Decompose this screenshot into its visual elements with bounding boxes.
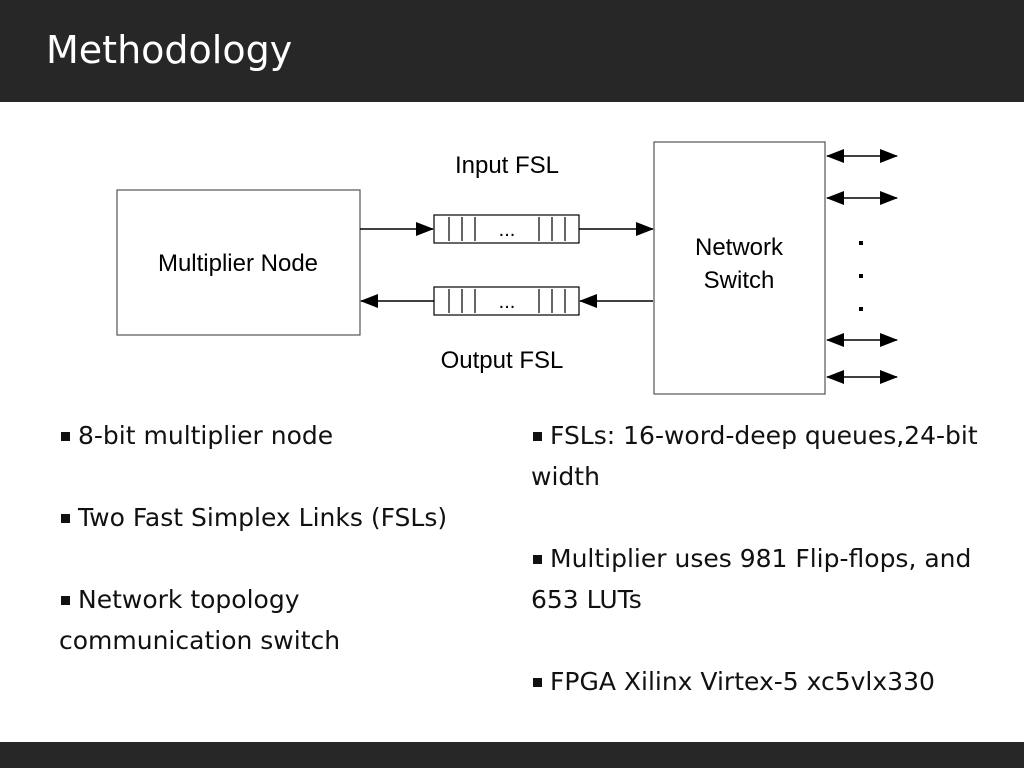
block-diagram: Multiplier Node Input FSL ... ... Output… xyxy=(116,141,898,395)
output-fsl-path: ... xyxy=(360,286,653,316)
square-bullet-icon xyxy=(533,432,542,441)
output-fsl-label: Output FSL xyxy=(441,347,564,374)
input-queue-ellipsis: ... xyxy=(499,219,516,241)
multiplier-node-label: Multiplier Node xyxy=(158,250,318,277)
square-bullet-icon xyxy=(533,678,542,687)
bullet-item: Multiplier uses 981 Flip-flops, and 653 … xyxy=(531,544,972,614)
square-bullet-icon xyxy=(61,432,70,441)
multiplier-node-box: Multiplier Node xyxy=(116,189,361,336)
bullet-item: 8-bit multiplier node xyxy=(59,415,479,456)
bullet-list-right: FSLs: 16-word-deep queues,24-bit width M… xyxy=(531,415,1001,702)
title-bar: Methodology xyxy=(0,0,1024,102)
bullet-item: FSLs: 16-word-deep queues,24-bit width xyxy=(531,421,978,491)
bullet-item: Network topology communication switch xyxy=(59,585,341,655)
bullet-item: FPGA Xilinx Virtex-5 xc5vlx330 xyxy=(531,661,1001,702)
footer-bar xyxy=(0,742,1024,768)
square-bullet-icon xyxy=(61,596,70,605)
output-queue-ellipsis: ... xyxy=(499,291,516,313)
slide-title: Methodology xyxy=(46,28,293,72)
vertical-ellipsis xyxy=(859,241,863,311)
square-bullet-icon xyxy=(61,514,70,523)
network-switch-label-line1: Network xyxy=(695,234,784,261)
network-switch-box: Network Switch xyxy=(653,141,826,395)
network-switch-label-line2: Switch xyxy=(704,267,775,294)
square-bullet-icon xyxy=(533,555,542,564)
input-fsl-label: Input FSL xyxy=(455,152,559,179)
bullet-list-left: 8-bit multiplier node Two Fast Simplex L… xyxy=(59,415,479,661)
bullet-item: Two Fast Simplex Links (FSLs) xyxy=(59,497,479,538)
input-fsl-path: ... xyxy=(360,214,654,244)
switch-port-arrows xyxy=(826,149,898,384)
